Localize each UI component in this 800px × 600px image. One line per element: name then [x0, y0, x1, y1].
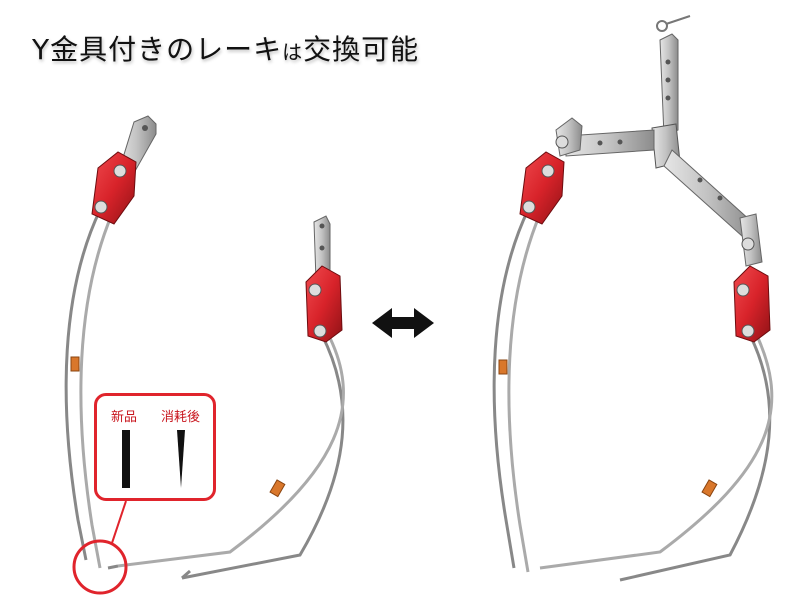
label-new: 新品	[111, 410, 138, 425]
tine-comparison-graphic	[122, 430, 185, 488]
title-tail: 交換可能	[303, 33, 420, 66]
y-fitting	[555, 15, 763, 267]
new-tine-bar	[122, 430, 130, 488]
title-particle: は	[282, 40, 304, 64]
callout-leader-line	[111, 500, 127, 544]
rake-with-y-fitting	[492, 15, 774, 582]
rod-sleeve	[269, 479, 286, 498]
rod-sleeve	[70, 356, 80, 372]
wear-comparison-callout: 新品 消耗後	[94, 393, 216, 501]
page-title: Y金具付きのレーキは交換可能	[32, 28, 419, 68]
rake-tine	[619, 334, 772, 582]
tip-highlight-circle	[72, 539, 128, 595]
red-bracket	[519, 151, 565, 225]
rod-sleeve	[701, 479, 718, 498]
rake-tine	[539, 337, 774, 570]
rake-tine	[64, 209, 102, 561]
rod-sleeve	[498, 359, 508, 375]
exchange-arrow-icon	[372, 308, 434, 338]
rake-tine	[117, 337, 345, 568]
rake-single	[64, 115, 345, 595]
rake-tine	[181, 334, 345, 580]
red-bracket	[91, 151, 137, 225]
rake-tine	[507, 213, 542, 573]
label-worn: 消耗後	[161, 410, 201, 425]
rake-tine	[492, 209, 530, 569]
title-main: Y金具付きのレーキ	[32, 33, 283, 66]
worn-tine-bar	[177, 430, 185, 488]
rake-tine	[79, 213, 114, 569]
